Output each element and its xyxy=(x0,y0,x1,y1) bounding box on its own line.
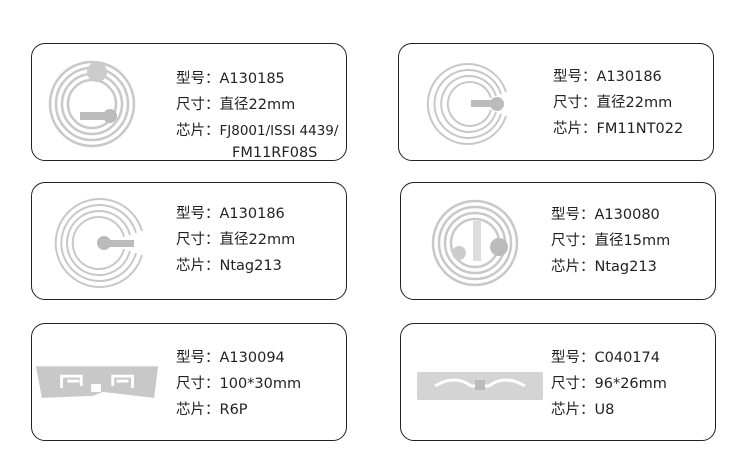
model-value: A130094 xyxy=(219,350,285,366)
model-line: 型号：A130080 xyxy=(551,202,670,228)
product-card: 型号：A130186 尺寸：直径22mm 芯片：Ntag213 xyxy=(31,182,347,300)
chip-value: FM11NT022 xyxy=(596,121,684,137)
size-value: 直径22mm xyxy=(219,232,296,248)
uhf-inlay-image xyxy=(35,366,159,398)
size-line: 尺寸：直径22mm xyxy=(176,92,338,118)
size-label: 尺寸： xyxy=(551,233,595,249)
model-value: A130186 xyxy=(219,206,285,222)
size-line: 尺寸：100*30mm xyxy=(176,371,301,397)
chip-label: 芯片： xyxy=(176,258,220,274)
chip-value-continued: FM11RF08S xyxy=(232,145,318,161)
size-line: 尺寸：直径15mm xyxy=(551,228,670,254)
product-card: 型号：A130185 尺寸：直径22mm 芯片：FJ8001/ISSI 4439… xyxy=(31,43,347,161)
model-line: 型号：A130186 xyxy=(176,201,295,227)
chip-line: 芯片：Ntag213 xyxy=(551,254,670,280)
round-tag-image xyxy=(48,60,136,148)
model-label: 型号： xyxy=(553,69,597,85)
chip-value: Ntag213 xyxy=(219,258,282,274)
size-label: 尺寸： xyxy=(553,95,597,111)
product-card: 型号：A130080 尺寸：直径15mm 芯片：Ntag213 xyxy=(400,182,716,300)
product-card: 型号：A130186 尺寸：直径22mm 芯片：FM11NT022 xyxy=(398,43,714,161)
size-line: 尺寸：直径22mm xyxy=(553,90,683,116)
chip-label: 芯片： xyxy=(176,402,220,418)
model-label: 型号： xyxy=(176,206,220,222)
size-line: 尺寸：96*26mm xyxy=(551,371,667,397)
chip-label: 芯片： xyxy=(551,259,595,275)
size-label: 尺寸： xyxy=(176,376,220,392)
chip-value: R6P xyxy=(219,402,248,418)
model-line: 型号：A130186 xyxy=(553,64,683,90)
model-value: A130080 xyxy=(594,207,660,223)
model-value: A130185 xyxy=(219,71,285,87)
size-label: 尺寸： xyxy=(551,376,595,392)
chip-line: 芯片：FJ8001/ISSI 4439/ xyxy=(176,118,338,144)
round-tag-image xyxy=(54,198,143,288)
model-label: 型号： xyxy=(551,207,595,223)
chip-value: U8 xyxy=(594,402,615,418)
size-value: 直径15mm xyxy=(594,233,671,249)
size-value: 直径22mm xyxy=(219,97,296,113)
size-line: 尺寸：直径22mm xyxy=(176,227,295,253)
size-label: 尺寸： xyxy=(176,97,220,113)
model-label: 型号： xyxy=(551,350,595,366)
size-value: 96*26mm xyxy=(594,376,667,392)
product-card: 型号：C040174 尺寸：96*26mm 芯片：U8 xyxy=(400,323,716,441)
model-line: 型号：A130094 xyxy=(176,345,301,371)
size-label: 尺寸： xyxy=(176,232,220,248)
chip-line: 芯片：U8 xyxy=(551,397,667,423)
model-value: C040174 xyxy=(594,350,660,366)
chip-line: 芯片：FM11NT022 xyxy=(553,116,683,142)
chip-line: 芯片：R6P xyxy=(176,397,301,423)
model-line: 型号：C040174 xyxy=(551,345,667,371)
model-label: 型号： xyxy=(176,71,220,87)
chip-line: 芯片：Ntag213 xyxy=(176,253,295,279)
uhf-inlay-image xyxy=(417,372,543,400)
size-value: 100*30mm xyxy=(219,376,302,392)
model-label: 型号： xyxy=(176,350,220,366)
chip-label: 芯片： xyxy=(553,121,597,137)
chip-value: Ntag213 xyxy=(594,259,657,275)
chip-label: 芯片： xyxy=(176,123,220,139)
chip-label: 芯片： xyxy=(551,402,595,418)
model-line: 型号：A130185 xyxy=(176,66,338,92)
chip-value: FJ8001/ISSI 4439/ xyxy=(219,123,339,139)
model-value: A130186 xyxy=(596,69,662,85)
round-tag-image xyxy=(426,63,507,145)
round-tag-image xyxy=(431,199,519,287)
product-card: 型号：A130094 尺寸：100*30mm 芯片：R6P xyxy=(31,323,347,441)
size-value: 直径22mm xyxy=(596,95,673,111)
